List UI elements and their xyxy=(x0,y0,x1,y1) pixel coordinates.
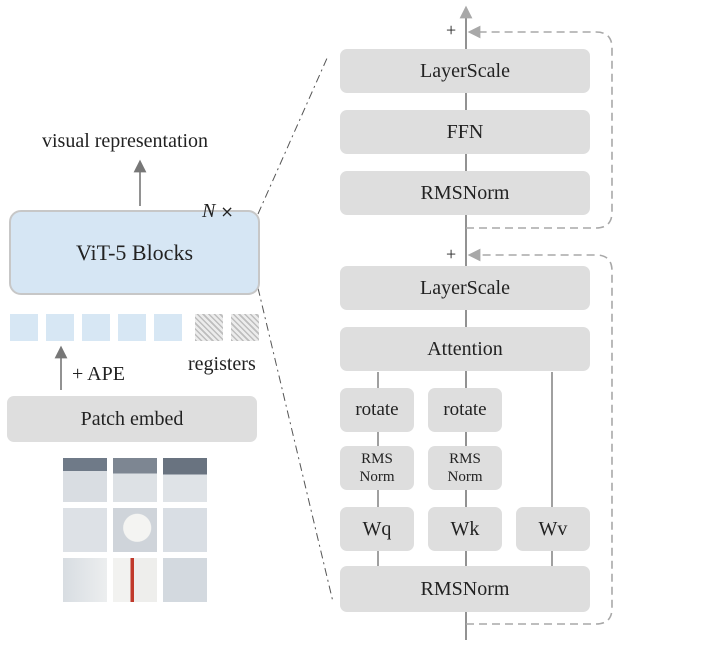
ffn-box: FFN xyxy=(340,110,590,154)
attention-box: Attention xyxy=(340,327,590,371)
image-patch xyxy=(113,458,157,502)
patch-token xyxy=(118,314,146,341)
rmsnorm-q-line2: Norm xyxy=(359,469,395,485)
wq-box: Wq xyxy=(340,507,414,551)
zoom-line-bottom xyxy=(257,287,334,603)
patch-token xyxy=(10,314,38,341)
ffn-label: FFN xyxy=(446,120,484,143)
register-token xyxy=(195,314,223,341)
rmsnorm-ffn-label: RMSNorm xyxy=(420,181,510,204)
rmsnorm-k-box: RMS Norm xyxy=(428,446,502,490)
patch-embed-label: Patch embed xyxy=(80,407,184,430)
rotate-k-label: rotate xyxy=(443,399,487,420)
attention-label: Attention xyxy=(427,337,503,360)
rmsnorm-k-line1: RMS xyxy=(449,451,481,467)
layerscale-ffn-label: LayerScale xyxy=(420,59,510,82)
image-patch xyxy=(113,558,157,602)
vit5-blocks: ViT-5 Blocks xyxy=(9,210,260,295)
image-patch xyxy=(63,508,107,552)
register-token xyxy=(231,314,259,341)
output-label: visual representation xyxy=(42,130,209,152)
rmsnorm-q-box: RMS Norm xyxy=(340,446,414,490)
repeat-times: × xyxy=(220,202,234,221)
ape-label: + APE xyxy=(72,363,125,385)
wq-label: Wq xyxy=(362,517,392,540)
zoom-line-top xyxy=(257,55,329,215)
registers-label: registers xyxy=(188,353,256,375)
residual-skip-attn xyxy=(466,248,613,625)
rmsnorm-ffn-box: RMSNorm xyxy=(340,171,590,215)
residual-plus-ffn: + xyxy=(446,20,457,40)
layerscale-attn-box: LayerScale xyxy=(340,266,590,310)
image-patch xyxy=(163,508,207,552)
rmsnorm-q-line1: RMS xyxy=(361,451,393,467)
patch-embed-box: Patch embed xyxy=(7,396,257,442)
image-patch xyxy=(63,458,107,502)
repeat-n: N xyxy=(202,200,216,222)
image-patch xyxy=(163,458,207,502)
wk-label: Wk xyxy=(450,517,480,540)
image-patch xyxy=(163,558,207,602)
residual-plus-attn: + xyxy=(446,244,457,264)
rotate-q-box: rotate xyxy=(340,388,414,432)
wv-label: Wv xyxy=(538,517,568,540)
layerscale-ffn-box: LayerScale xyxy=(340,49,590,93)
patch-token xyxy=(82,314,110,341)
wv-box: Wv xyxy=(516,507,590,551)
patch-token xyxy=(154,314,182,341)
layerscale-attn-label: LayerScale xyxy=(420,276,510,299)
input-image-patches xyxy=(63,458,207,602)
vit5-blocks-label: ViT-5 Blocks xyxy=(75,239,194,265)
patch-token xyxy=(46,314,74,341)
rotate-k-box: rotate xyxy=(428,388,502,432)
residual-skip-ffn xyxy=(466,25,613,229)
image-patch xyxy=(63,558,107,602)
image-patch xyxy=(113,508,157,552)
rmsnorm-k-line2: Norm xyxy=(447,469,483,485)
rmsnorm-attn-label: RMSNorm xyxy=(420,577,510,600)
wk-box: Wk xyxy=(428,507,502,551)
repeat-count: N × xyxy=(202,201,234,221)
rmsnorm-attn-box: RMSNorm xyxy=(340,566,590,612)
rotate-q-label: rotate xyxy=(355,399,399,420)
